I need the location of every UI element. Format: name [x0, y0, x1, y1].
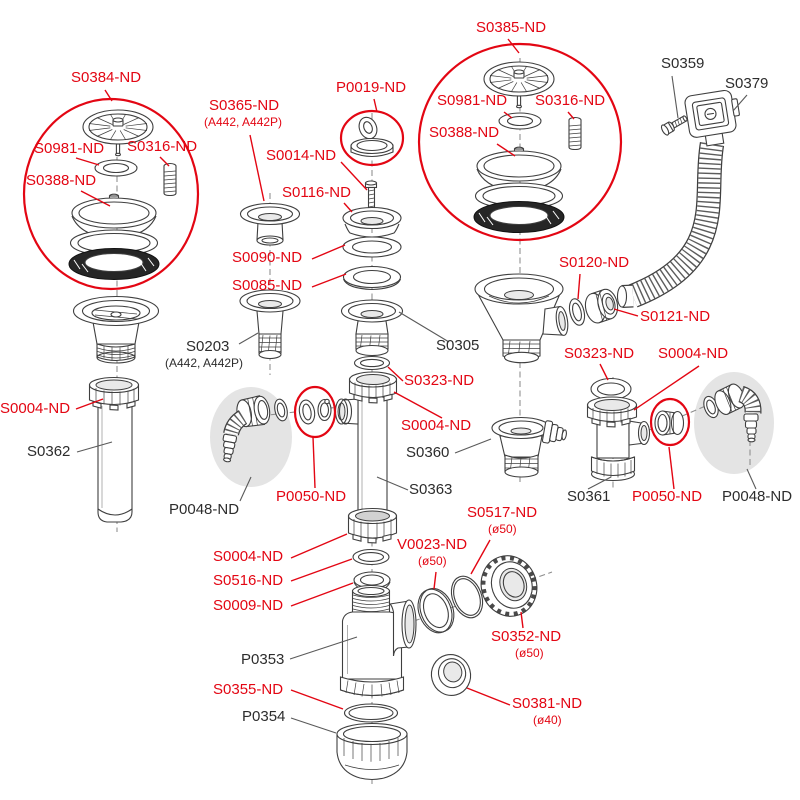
nut-top-s0362 — [88, 376, 140, 411]
nut-top-s0361 — [586, 396, 638, 428]
part-label-s0004-bottom: S0004-ND — [213, 548, 284, 565]
funnel-s0360 — [491, 416, 567, 478]
hose-barb-s0360 — [541, 420, 567, 444]
part-label-s0355: S0355-ND — [213, 681, 284, 698]
cup-p0354 — [336, 722, 408, 781]
gasket-s0355 — [343, 703, 399, 723]
highlight-ellipse-left — [210, 387, 292, 487]
part-label-s0365-sub: (A442, A442P) — [204, 115, 283, 129]
part-label-p0050-left: P0050-ND — [276, 488, 347, 505]
part-label-s0359: S0359 — [661, 55, 705, 72]
part-label-s0385: S0385-ND — [476, 19, 547, 36]
washer-s0085 — [342, 265, 402, 291]
part-label-s0004-center: S0004-ND — [401, 417, 472, 434]
part-label-p0048-right: P0048-ND — [722, 488, 793, 505]
part-label-s0323-right: S0323-ND — [564, 345, 635, 362]
bolt — [163, 162, 177, 197]
cap-p0050-right — [654, 410, 685, 436]
part-label-p0019: P0019-ND — [336, 79, 407, 96]
part-label-s0363: S0363 — [409, 481, 453, 498]
part-label-s0323-center: S0323-ND — [404, 372, 475, 389]
nut-s0121 — [584, 288, 619, 324]
rings-p0050-left — [298, 398, 332, 425]
part-label-s0203-sub: (A442, A442P) — [165, 356, 244, 370]
barb-p0048-right — [743, 413, 759, 443]
part-label-s0981-left: S0981-ND — [34, 140, 105, 157]
part-label-s0352: S0352-ND — [491, 628, 562, 645]
part-label-s0305: S0305 — [436, 337, 480, 354]
part-label-s0381: S0381-ND — [512, 695, 583, 712]
part-label-s0381-sub: (ø40) — [533, 713, 562, 727]
part-label-s0388-right: S0388-ND — [429, 124, 500, 141]
ring-v0023 — [417, 587, 455, 634]
part-label-s0009: S0009-ND — [213, 597, 284, 614]
ring-s0120 — [568, 298, 586, 326]
part-label-s0121: S0121-ND — [640, 308, 711, 325]
ring-s0381 — [430, 654, 472, 696]
part-label-s0090: S0090-ND — [232, 249, 303, 266]
drain-s0203 — [239, 289, 301, 360]
part-label-s0360: S0360 — [406, 444, 450, 461]
tube-s0361 — [586, 396, 651, 482]
part-label-s0316-right: S0316-ND — [535, 92, 606, 109]
part-label-s0981-right: S0981-ND — [437, 92, 508, 109]
part-label-s0120: S0120-ND — [559, 254, 630, 271]
nut-bottom-s0361 — [590, 456, 636, 482]
oring-s0323-right — [590, 377, 632, 401]
part-label-s0004-left: S0004-ND — [0, 400, 71, 417]
barb-p0048-left — [222, 433, 238, 463]
part-label-s0361: S0361 — [567, 488, 611, 505]
part-label-s0004-right: S0004-ND — [658, 345, 729, 362]
oring-s0323-center — [353, 355, 391, 371]
part-label-s0365: S0365-ND — [209, 97, 280, 114]
leader-lines-red — [75, 38, 700, 710]
leader-lines-black — [76, 75, 757, 734]
overflow-head-s0379 — [684, 89, 740, 147]
tube-s0362 — [88, 376, 140, 523]
part-label-s0517: S0517-ND — [467, 504, 538, 521]
washer-s0090 — [342, 236, 402, 258]
tube-s0363 — [334, 371, 398, 544]
seal-ring — [94, 159, 138, 177]
part-label-v0023: V0023-ND — [397, 536, 468, 553]
nut-top-s0363 — [348, 371, 398, 404]
seal-ring-left — [274, 398, 288, 422]
part-label-s0517-sub: (ø50) — [488, 522, 517, 536]
ring-s0517 — [450, 575, 484, 619]
part-label-s0516: S0516-ND — [213, 572, 284, 589]
part-label-s0384: S0384-ND — [71, 69, 142, 86]
part-label-s0085: S0085-ND — [232, 277, 303, 294]
screw-s0359 — [660, 115, 688, 136]
part-label-p0048-left: P0048-ND — [169, 501, 240, 518]
elbow-p0048-right — [703, 383, 762, 443]
nut-bottom-s0363 — [347, 507, 398, 544]
funnel-s0305 — [340, 299, 404, 357]
oring-s0516 — [352, 548, 390, 566]
part-label-s0388-left: S0388-ND — [26, 172, 97, 189]
part-label-p0050-right: P0050-ND — [632, 488, 703, 505]
part-label-s0203: S0203 — [186, 338, 230, 355]
part-label-s0352-sub: (ø50) — [515, 646, 544, 660]
strainer-basket-top-icon — [82, 109, 154, 157]
part-label-s0116: S0116-ND — [282, 184, 351, 201]
strainer-body-left — [72, 295, 160, 364]
part-label-v0023-sub: (ø50) — [418, 554, 447, 568]
part-label-s0362: S0362 — [27, 443, 71, 460]
part-label-p0354: P0354 — [242, 708, 286, 725]
flange-s0365 — [239, 202, 301, 246]
overflow-hose-s0379 — [616, 141, 725, 308]
part-label-s0014: S0014-ND — [266, 147, 337, 164]
part-label-s0316-left: S0316-ND — [127, 138, 198, 155]
plug-p0019 — [350, 116, 394, 158]
part-label-s0379: S0379 — [725, 75, 769, 92]
basket-with-gaskets — [68, 193, 160, 280]
elbow-p0048-left — [222, 395, 271, 463]
nut-s0352 — [480, 555, 538, 617]
siphon-body-p0353 — [339, 584, 417, 697]
funnel-drain-right — [474, 273, 569, 364]
part-label-p0353: P0353 — [241, 651, 285, 668]
